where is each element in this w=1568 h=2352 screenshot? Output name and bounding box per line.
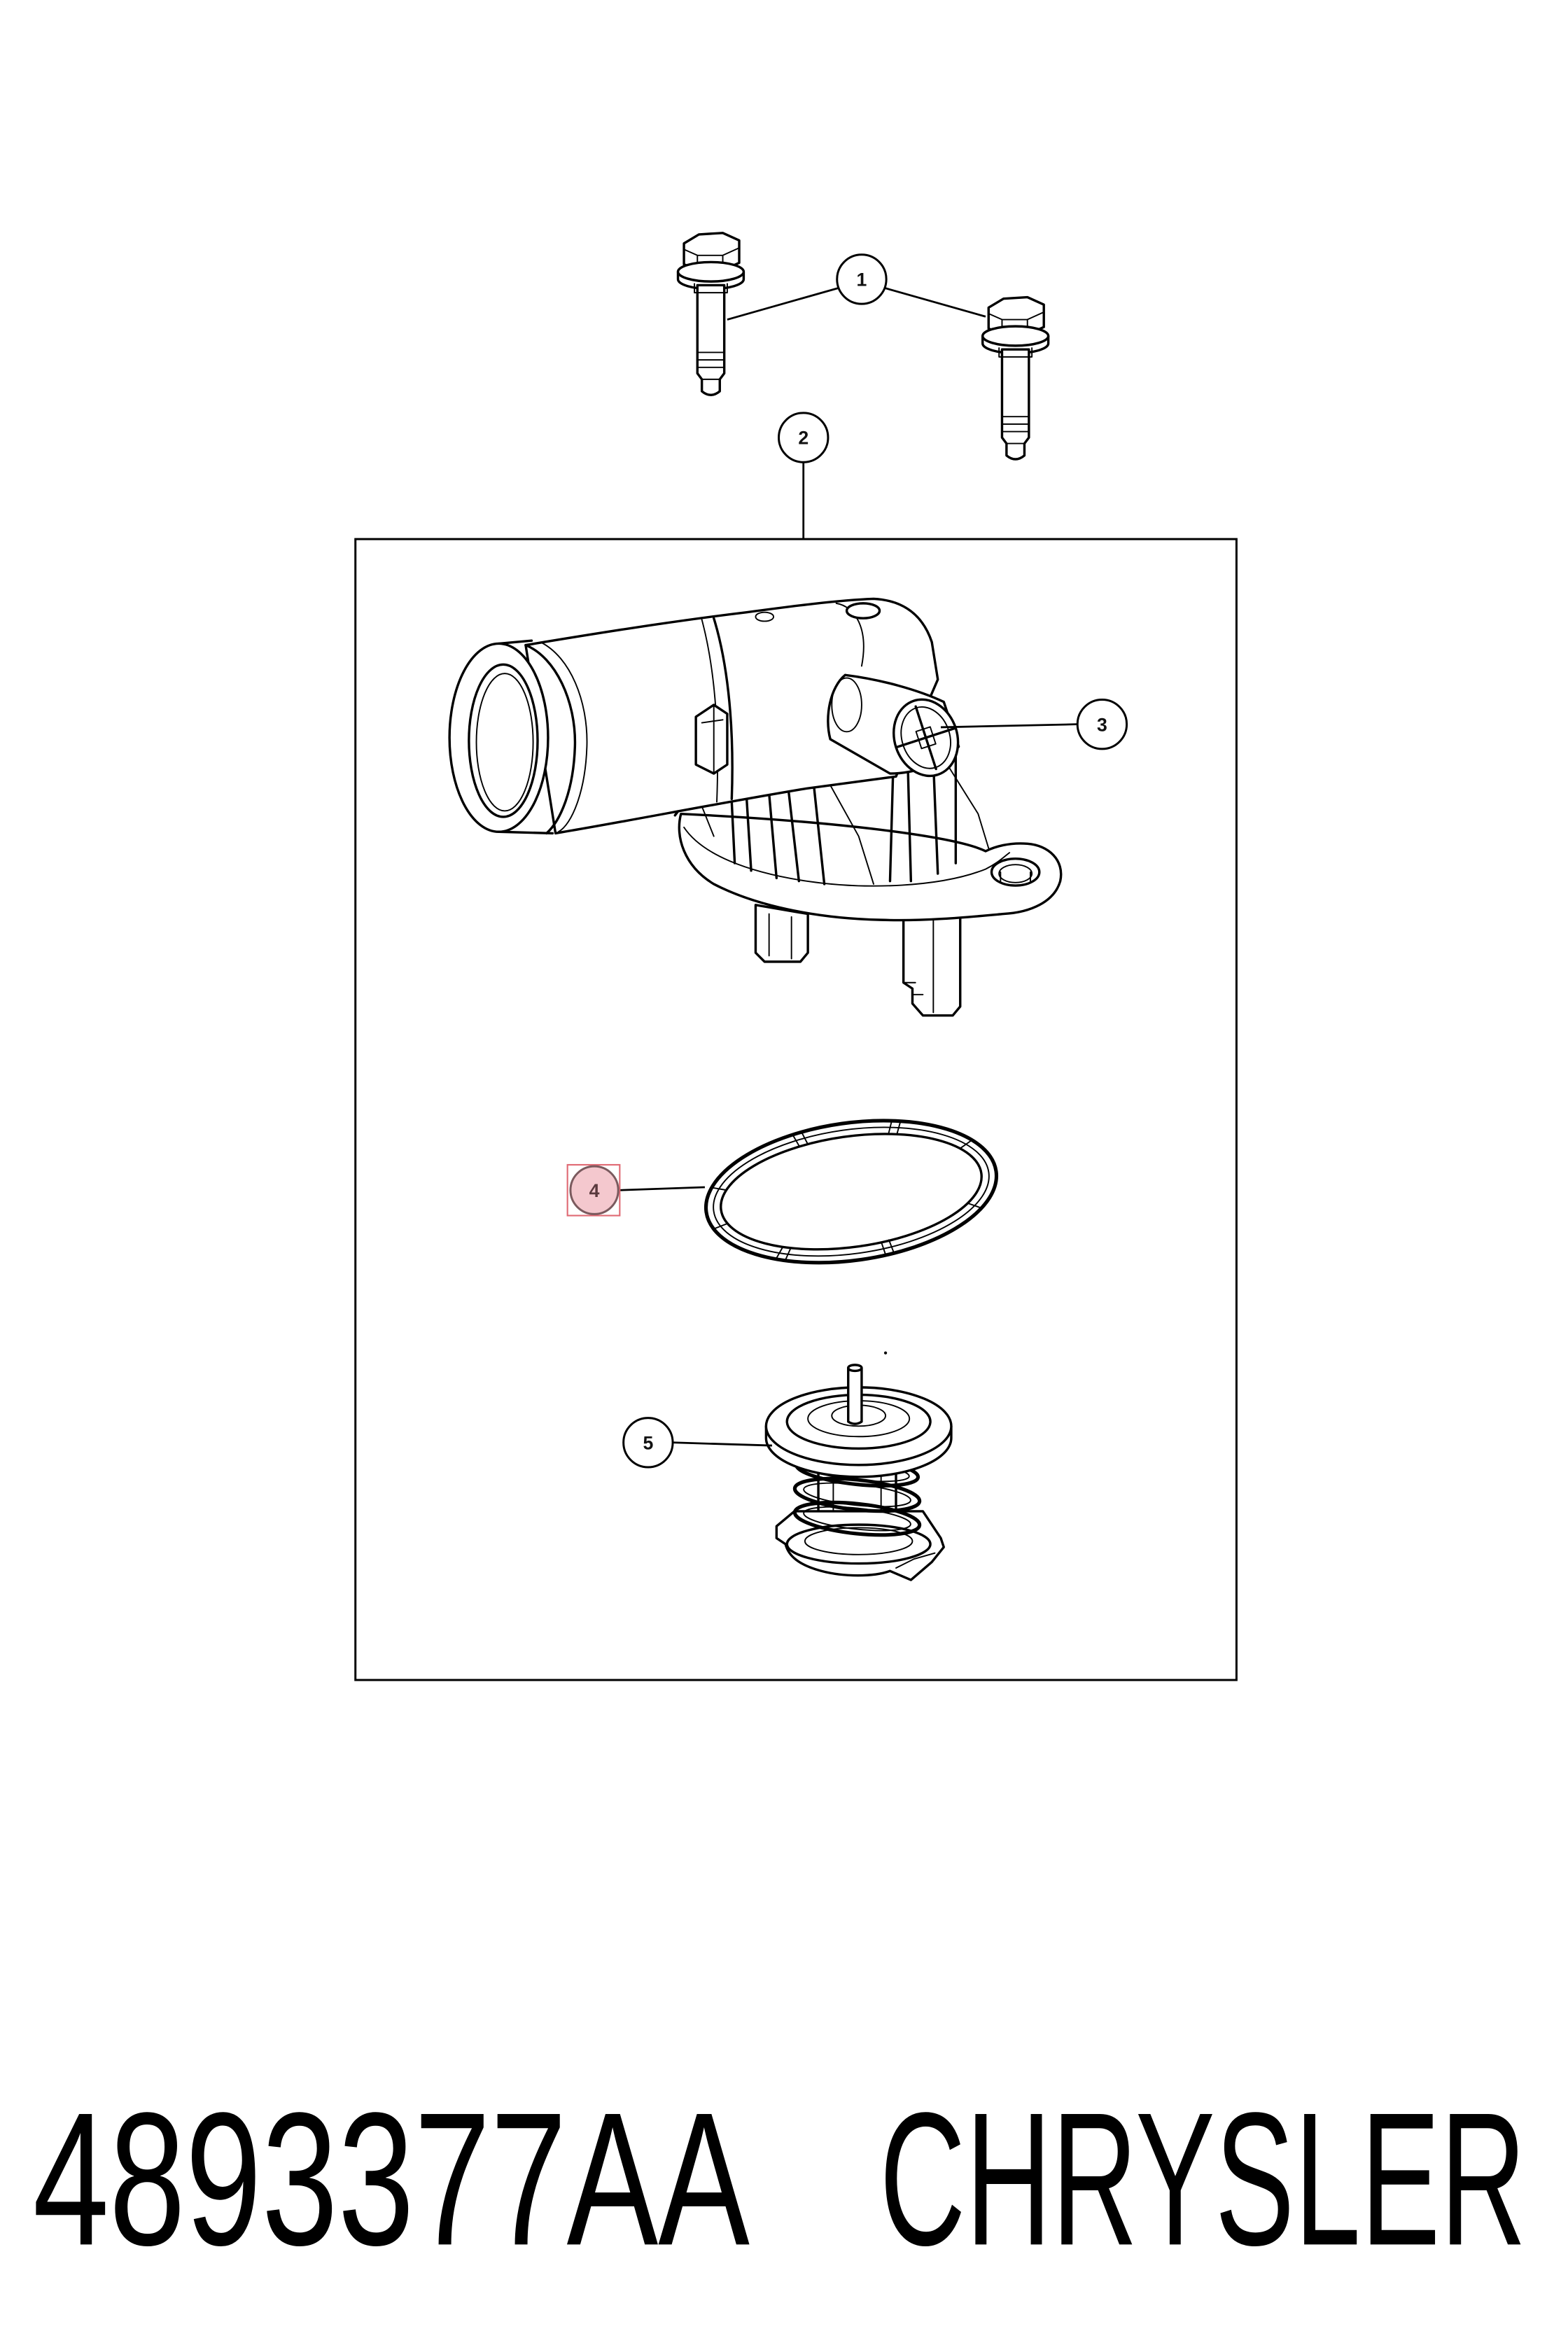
leader-3 xyxy=(940,723,1077,729)
callout-1[interactable]: 1 xyxy=(836,253,888,305)
callout-5[interactable]: 5 xyxy=(622,1417,674,1469)
housing-leg-right xyxy=(902,912,962,1017)
housing-flange xyxy=(678,812,1063,922)
callout-4[interactable]: 4 xyxy=(566,1163,621,1217)
pipe-clip xyxy=(694,704,729,775)
callout-4-number[interactable]: 4 xyxy=(589,1180,600,1201)
bolt-right xyxy=(981,295,1050,461)
thermostat xyxy=(764,1351,953,1581)
callout-3-number[interactable]: 3 xyxy=(1097,714,1107,735)
thermostat-housing xyxy=(448,597,1063,1017)
leader-1-right xyxy=(885,287,986,318)
callout-3[interactable]: 3 xyxy=(1076,698,1128,750)
leader-1-left xyxy=(727,287,839,321)
callout-5-number[interactable]: 5 xyxy=(643,1432,653,1453)
leader-4 xyxy=(620,1186,705,1191)
callout-2-number[interactable]: 2 xyxy=(798,428,808,449)
housing-gasket xyxy=(704,1119,999,1265)
callout-1-number[interactable]: 1 xyxy=(857,270,867,290)
callout-2[interactable]: 2 xyxy=(778,412,830,463)
brand-name: CHRYSLER xyxy=(880,2073,1527,2285)
flange-bolt-hole xyxy=(990,857,1041,887)
thermostat-pin xyxy=(847,1366,863,1425)
housing-leg-left xyxy=(754,904,809,963)
kit-frame xyxy=(354,538,1238,1681)
callout-4-selection-box xyxy=(566,1163,621,1217)
bolt-left xyxy=(676,232,746,396)
leader-5 xyxy=(673,1441,772,1447)
part-number: 4893377AA xyxy=(33,2073,750,2285)
